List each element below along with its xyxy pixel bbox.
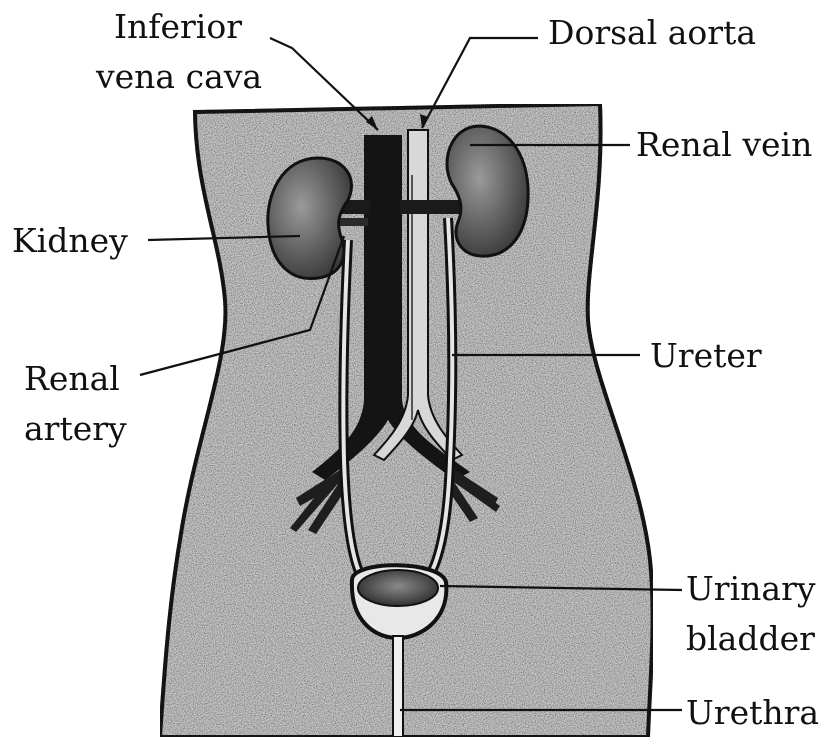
label-kidney: Kidney — [12, 221, 128, 260]
urethra — [393, 636, 403, 737]
label-renal-vein: Renal vein — [636, 125, 812, 164]
label-renal-artery-2: artery — [24, 409, 127, 448]
label-urethra: Urethra — [686, 693, 819, 732]
left-kidney — [268, 158, 352, 279]
label-inferior-vena-cava-1: Inferior — [114, 7, 242, 46]
label-ureter: Ureter — [650, 336, 762, 375]
label-inferior-vena-cava-2: vena cava — [95, 57, 262, 96]
label-renal-artery-1: Renal — [24, 359, 120, 398]
label-dorsal-aorta: Dorsal aorta — [548, 13, 756, 52]
renal-vessels-right — [400, 200, 460, 214]
label-urinary-bladder-2: bladder — [686, 619, 815, 658]
label-urinary-bladder-1: Urinary — [686, 569, 816, 608]
bladder-interior — [358, 570, 438, 606]
